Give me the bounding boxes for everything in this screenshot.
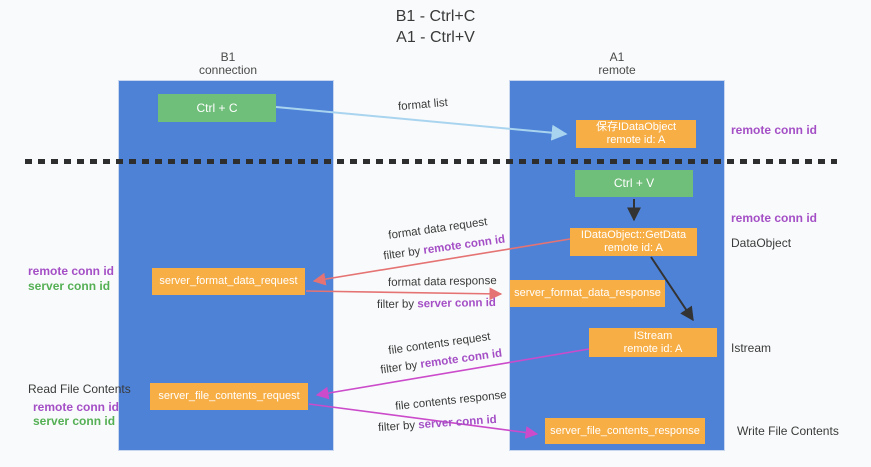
node-server-file-contents-response-label: server_file_contents_response: [550, 424, 700, 437]
node-istream-line1: IStream: [633, 329, 673, 342]
node-save-idataobject-line1: 保存IDataObject: [595, 121, 677, 133]
title-line-2: A1 - Ctrl+V: [396, 29, 475, 46]
filter-prefix: filter by: [379, 358, 422, 377]
side-label-remote-conn-id-mid: remote conn id: [731, 211, 818, 225]
filter-prefix: filter by: [376, 298, 418, 312]
title-line-1: B1 - Ctrl+C: [395, 8, 476, 25]
lane-a1-name: A1: [609, 50, 625, 64]
side-label-server-conn-id-left-top: server conn id: [28, 279, 111, 293]
arrow-label-format-list: format list: [397, 96, 449, 114]
node-server-file-contents-request-label: server_file_contents_request: [158, 390, 300, 402]
node-server-format-data-request-label: server_format_data_request: [159, 275, 298, 287]
side-label-dataobject: DataObject: [731, 236, 792, 250]
node-istream-line2: remote id: A: [623, 342, 683, 355]
side-label-write-file-contents: Write File Contents: [737, 424, 839, 438]
node-ctrl-v: Ctrl + V: [575, 170, 693, 197]
node-server-format-data-request: server_format_data_request: [152, 268, 305, 295]
arrow-format-data-response: [305, 287, 503, 301]
lane-b1-role: connection: [198, 63, 258, 77]
arrow-label-format-data-response: format data response: [387, 275, 497, 289]
side-label-server-conn-id-left-bottom: server conn id: [33, 414, 116, 428]
node-idataobject-getdata: IDataObject::GetData remote id: A: [570, 228, 697, 256]
side-label-remote-conn-id-left-bottom: remote conn id: [33, 400, 120, 414]
node-istream: IStream remote id: A: [589, 328, 717, 357]
node-server-format-data-response-label: server_format_data_response: [514, 287, 661, 299]
arrow-label-filter-server-conn-1: filter by server conn id: [377, 297, 496, 311]
filter-value-server: server conn id: [417, 296, 496, 311]
lane-a1-role: remote: [598, 63, 636, 77]
side-label-read-file-contents: Read File Contents: [28, 382, 131, 396]
lane-header-a1: A1 remote: [537, 51, 697, 77]
dashed-divider: [25, 159, 837, 164]
filter-prefix: filter by: [377, 419, 419, 435]
node-ctrl-c: Ctrl + C: [158, 94, 276, 122]
lane-b1-name: B1: [220, 50, 236, 64]
side-label-remote-conn-id-top: remote conn id: [731, 123, 818, 137]
side-label-remote-conn-id-left-top: remote conn id: [28, 264, 115, 278]
filter-prefix: filter by: [382, 244, 425, 263]
node-save-idataobject: 保存IDataObject remote id: A: [576, 120, 696, 148]
node-getdata-line2: remote id: A: [604, 242, 663, 254]
side-label-istream: Istream: [731, 341, 772, 355]
arrow-label-file-contents-response: file contents response: [394, 389, 508, 413]
node-ctrl-c-label: Ctrl + C: [196, 100, 238, 115]
node-server-file-contents-request: server_file_contents_request: [150, 383, 308, 410]
filter-value-remote: remote conn id: [422, 233, 506, 257]
node-save-idataobject-line2: remote id: A: [606, 134, 666, 146]
node-getdata-line1: IDataObject::GetData: [580, 229, 687, 241]
diagram-title: B1 - Ctrl+C A1 - Ctrl+V: [0, 6, 871, 48]
lane-header-b1: B1 connection: [148, 51, 308, 77]
filter-value-server: server conn id: [417, 413, 498, 432]
node-ctrl-v-label: Ctrl + V: [613, 176, 655, 190]
node-server-format-data-response: server_format_data_response: [510, 280, 665, 307]
node-server-file-contents-response: server_file_contents_response: [545, 418, 705, 444]
arrow-label-filter-server-conn-2: filter by server conn id: [378, 414, 497, 434]
